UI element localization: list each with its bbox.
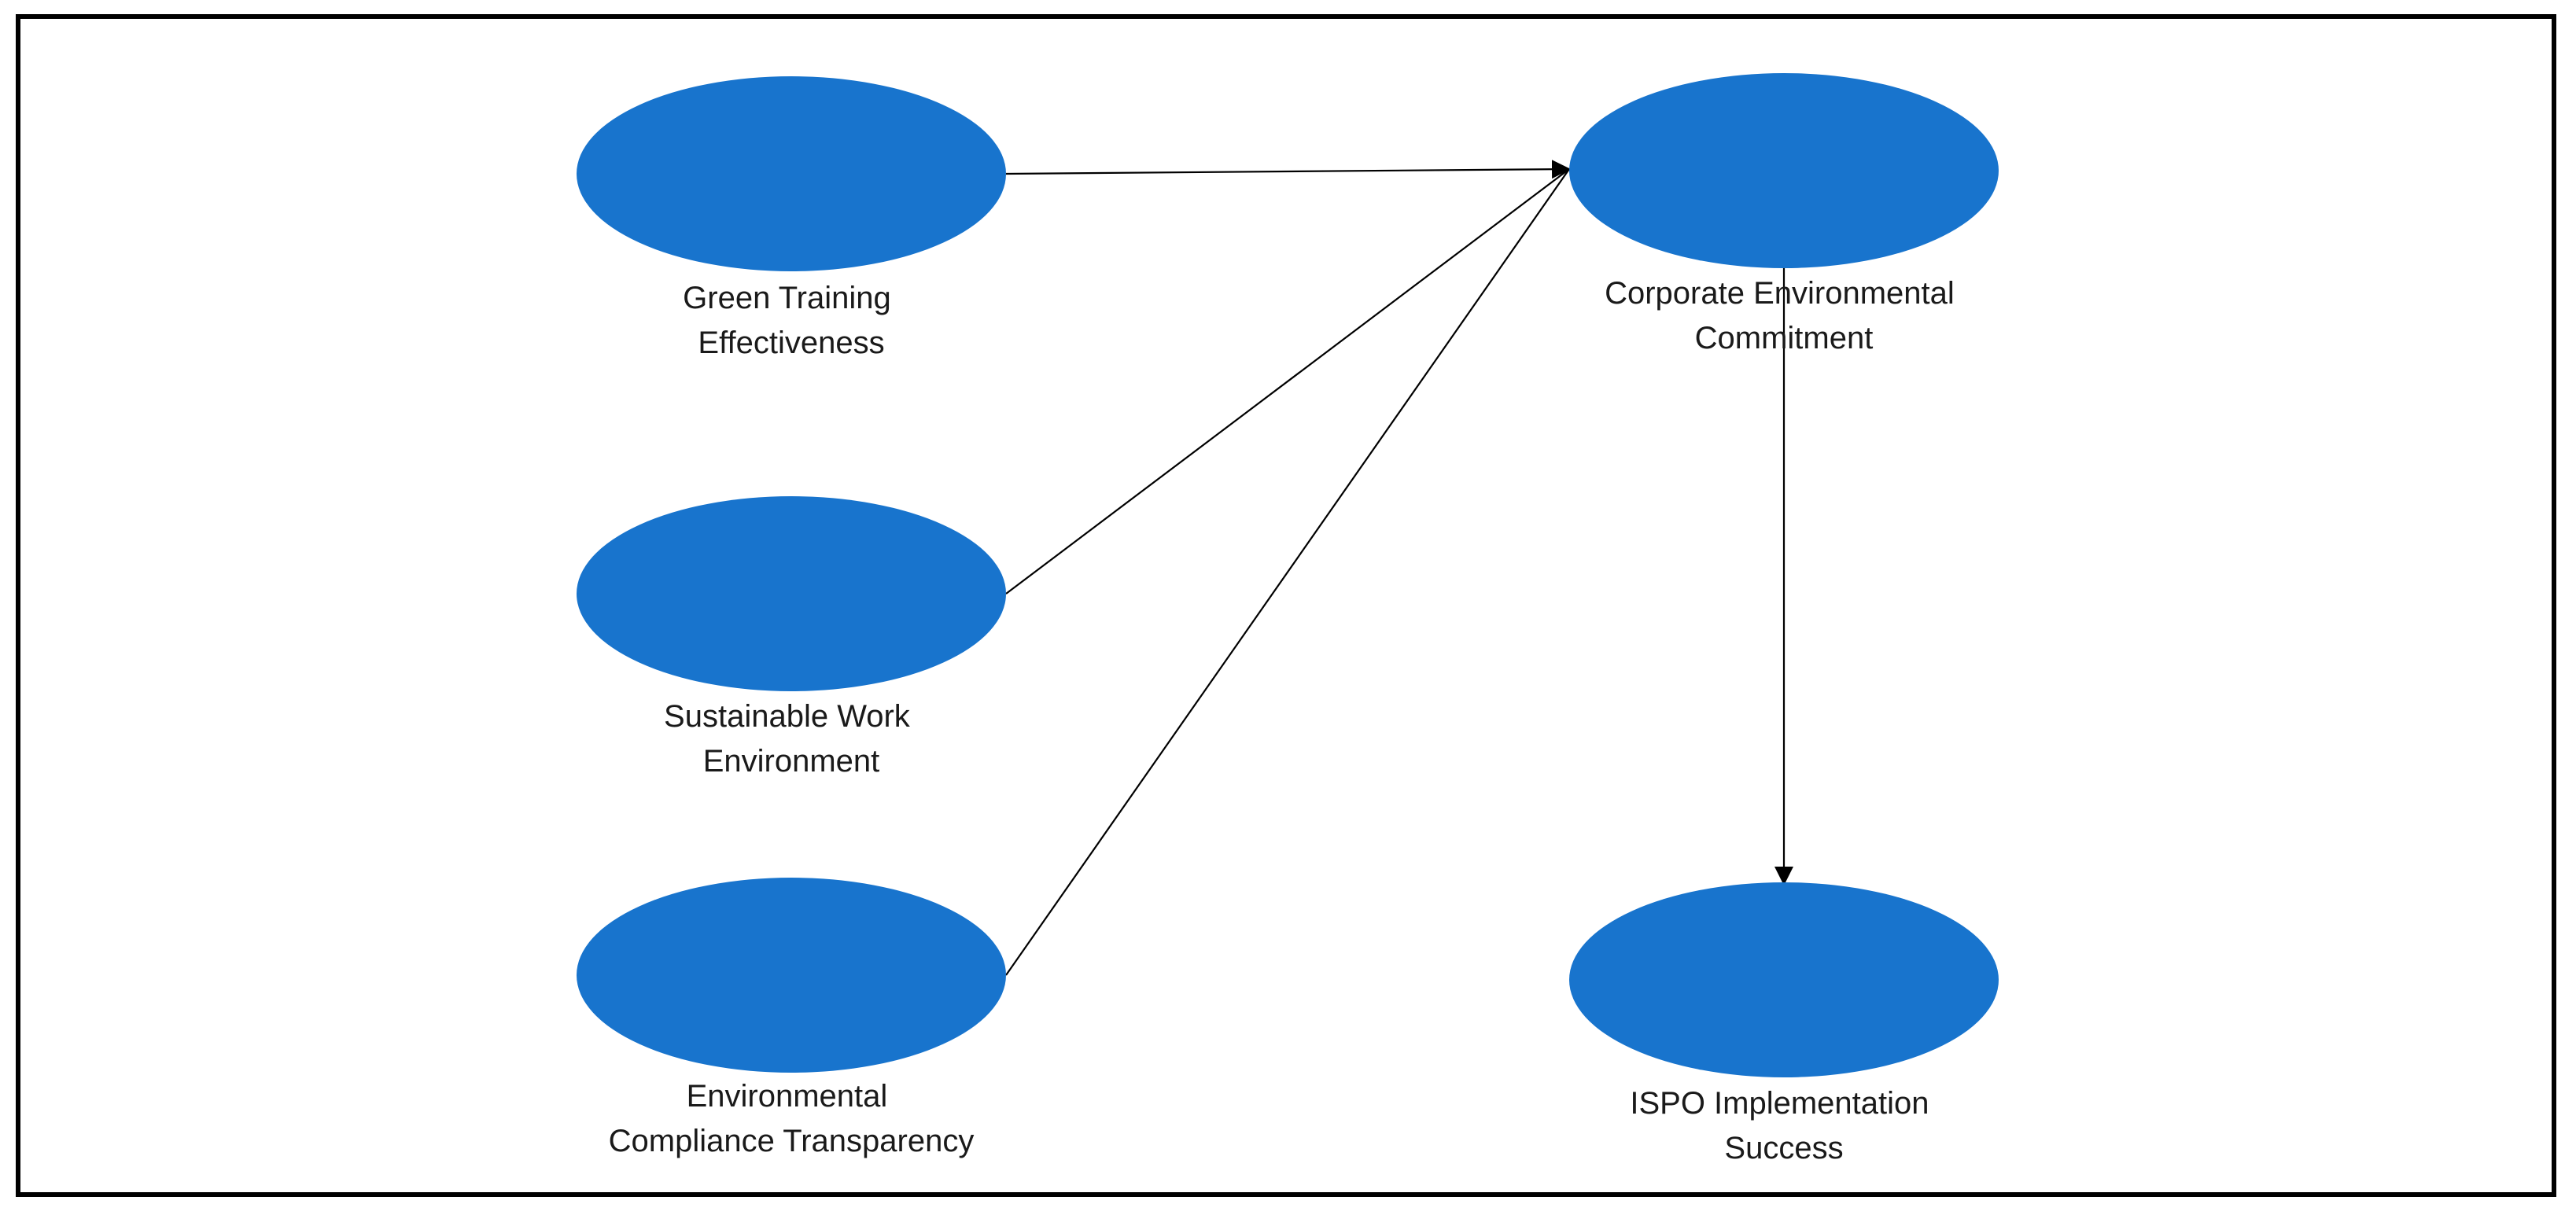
diagram-frame bbox=[16, 14, 2556, 1197]
node-label-line: Environmental bbox=[687, 1079, 888, 1114]
node-ellipse bbox=[577, 76, 1006, 271]
edge-gte-to-cec bbox=[1005, 160, 1571, 179]
edges bbox=[1005, 160, 1793, 976]
node-sustainable-work-environment: Sustainable Work Environment bbox=[577, 496, 1006, 779]
node-label: Environmental Compliance Transparency bbox=[609, 1079, 975, 1158]
node-label-line: Corporate Environmental bbox=[1605, 276, 1955, 311]
node-green-training-effectiveness: Green Training Effectiveness bbox=[577, 76, 1006, 360]
node-environmental-compliance-transparency: Environmental Compliance Transparency bbox=[577, 878, 1006, 1158]
node-label-line: Environment bbox=[703, 744, 880, 779]
edge-swe-to-cec bbox=[1005, 168, 1570, 595]
node-label-line: ISPO Implementation bbox=[1630, 1086, 1929, 1121]
node-ispo-implementation-success: ISPO Implementation Success bbox=[1569, 882, 1999, 1165]
node-label-line: Effectiveness bbox=[698, 326, 884, 360]
node-label: ISPO Implementation Success bbox=[1630, 1086, 1937, 1165]
node-label-line: Sustainable Work bbox=[664, 699, 911, 734]
node-label-line: Green Training bbox=[683, 281, 891, 315]
edge-ect-to-cec bbox=[1005, 168, 1570, 976]
node-label: Green Training Effectiveness bbox=[683, 281, 900, 360]
node-label-line: Commitment bbox=[1695, 321, 1874, 355]
node-label-line: Success bbox=[1724, 1131, 1843, 1165]
node-label: Corporate Environmental Commitment bbox=[1605, 276, 1963, 355]
node-ellipse bbox=[1569, 73, 1999, 268]
node-ellipse bbox=[1569, 882, 1999, 1077]
node-label-line: Compliance Transparency bbox=[609, 1124, 975, 1158]
node-label: Sustainable Work Environment bbox=[664, 699, 919, 779]
node-ellipse bbox=[577, 878, 1006, 1073]
node-corporate-environmental-commitment: Corporate Environmental Commitment bbox=[1569, 73, 1999, 355]
node-ellipse bbox=[577, 496, 1006, 691]
